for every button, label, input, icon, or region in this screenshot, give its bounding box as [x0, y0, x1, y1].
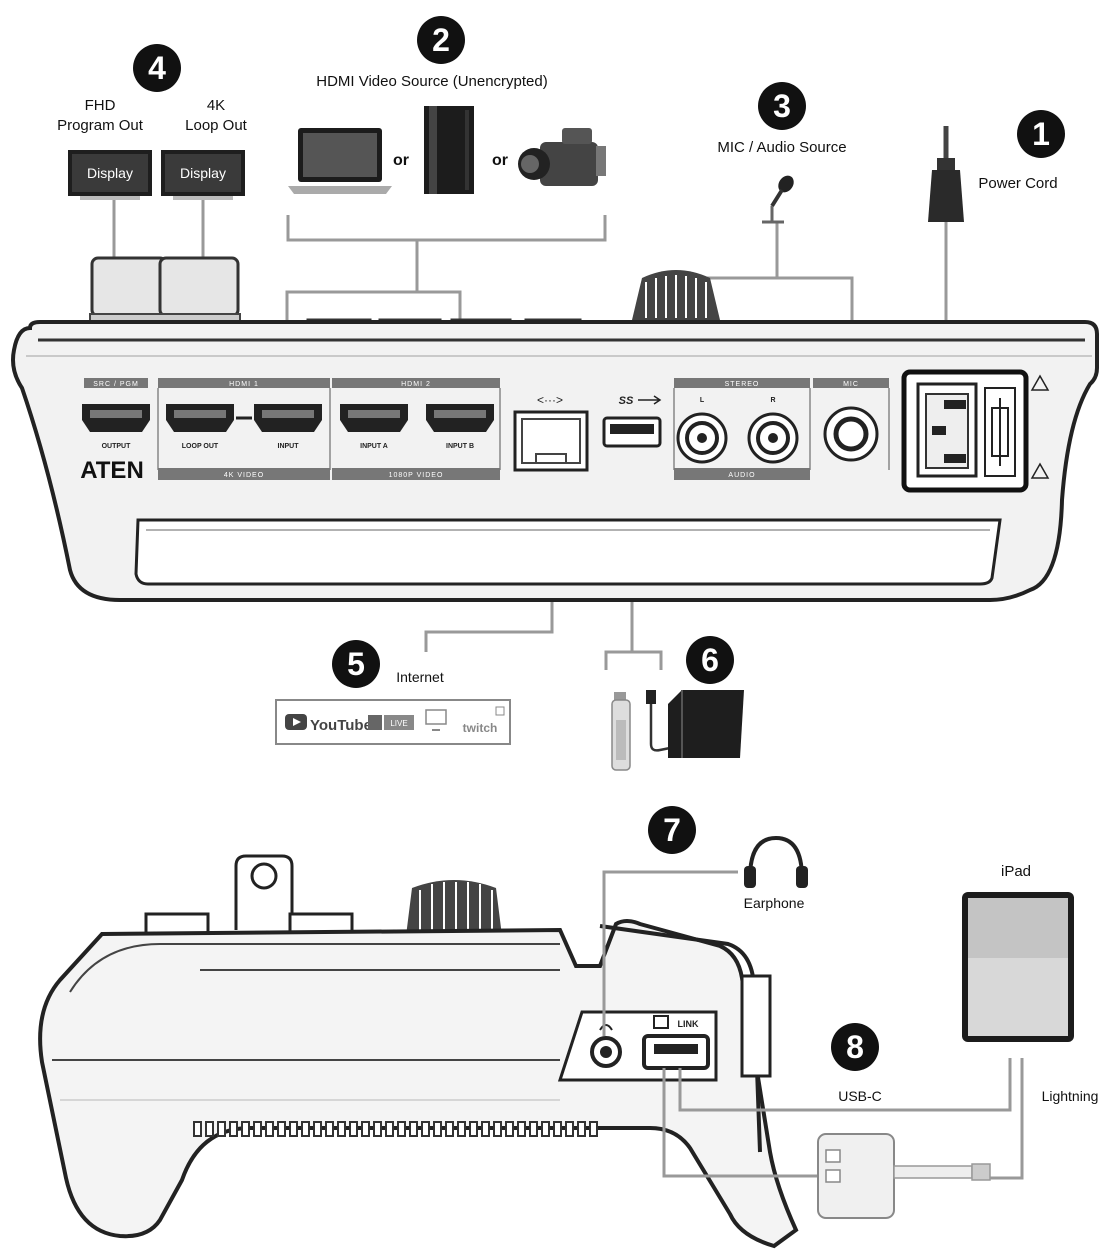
volume-knob-side — [406, 880, 502, 936]
hdmi-output-port[interactable] — [82, 404, 150, 432]
device-side-view: LINK — [38, 854, 799, 1249]
callout-8: 8 — [831, 1023, 879, 1071]
svg-text:7: 7 — [663, 812, 681, 848]
link-label: LINK — [678, 1019, 699, 1029]
streaming-services-box: YouTube LIVE twitch — [275, 699, 511, 745]
4k-label: 4K — [207, 97, 225, 114]
svg-text:3: 3 — [773, 88, 791, 124]
power-inlet[interactable] — [901, 369, 1029, 493]
input-a-port-label: INPUT A — [360, 443, 388, 450]
rca-left-jack[interactable] — [676, 412, 728, 464]
svg-text:8: 8 — [846, 1029, 864, 1065]
camcorder-icon — [518, 128, 606, 186]
or-label-2: or — [492, 152, 508, 169]
mic-label: MIC — [843, 381, 859, 388]
callout-7: 7 — [648, 806, 696, 854]
hdmi2-label: HDMI 2 — [401, 381, 431, 388]
device-back-view: SRC / PGM HDMI 1 HDMI 2 STEREO MIC 4K VI… — [11, 256, 1099, 602]
hdmi-source-label: HDMI Video Source (Unencrypted) — [316, 73, 548, 90]
volume-knob-top — [632, 270, 720, 320]
external-hdd-icon — [646, 690, 744, 758]
svg-text:Display: Display — [180, 165, 226, 181]
fhd-display-icon: Display — [68, 150, 152, 200]
src-pgm-label: SRC / PGM — [93, 381, 139, 388]
left-channel-label: L — [700, 397, 705, 404]
earphone-icon — [744, 835, 808, 888]
power-cord-icon — [928, 126, 964, 222]
mic-jack[interactable] — [823, 406, 879, 462]
lightning-label: Lightning — [1042, 1088, 1099, 1104]
callout-4: 4 — [133, 44, 181, 92]
aten-logo: ATEN — [80, 457, 144, 484]
callout-3: 3 — [758, 82, 806, 130]
loop-out-label: Loop Out — [185, 117, 248, 134]
hdmi-input-b-port[interactable] — [426, 404, 494, 432]
lightning-adapter-icon — [817, 1133, 991, 1219]
ipad-icon — [962, 892, 1074, 1042]
usb-trident-icon — [638, 395, 662, 405]
ipad-label: iPad — [1001, 863, 1031, 880]
internet-label: Internet — [396, 669, 444, 685]
power-cord-label: Power Cord — [978, 175, 1057, 192]
output-port-label: OUTPUT — [102, 443, 132, 450]
usb-c-port[interactable] — [642, 1034, 710, 1070]
facebook-live-logo: LIVE — [390, 719, 407, 728]
microphone-icon — [762, 175, 794, 224]
callout-1: 1 — [1017, 110, 1065, 158]
usb-ss-symbol: SS — [619, 395, 634, 407]
svg-text:4: 4 — [148, 50, 166, 86]
input-b-port-label: INPUT B — [446, 443, 474, 450]
warning-icon — [1030, 374, 1050, 391]
twitch-logo: twitch — [463, 721, 498, 735]
connection-lines-top — [112, 200, 948, 670]
lan-symbol: <···> — [537, 393, 563, 407]
rca-right-jack[interactable] — [747, 412, 799, 464]
4k-display-icon: Display — [161, 150, 245, 200]
stereo-label: STEREO — [725, 381, 760, 388]
youtube-logo: YouTube — [310, 717, 372, 734]
hdmi1-label: HDMI 1 — [229, 381, 259, 388]
game-console-icon — [424, 106, 474, 194]
callout-2: 2 — [417, 16, 465, 64]
fhd-label: FHD — [85, 97, 116, 114]
svg-text:2: 2 — [432, 22, 450, 58]
warning-icon — [1030, 462, 1050, 479]
svg-text:Display: Display — [87, 165, 133, 181]
headphone-jack[interactable] — [590, 1036, 622, 1068]
mic-audio-label: MIC / Audio Source — [717, 139, 846, 156]
right-channel-label: R — [770, 397, 775, 404]
or-label-1: or — [393, 152, 409, 169]
1080p-video-label: 1080P VIDEO — [389, 472, 444, 479]
connection-lines-bottom — [602, 870, 1024, 1180]
loop-out-port-label: LOOP OUT — [182, 443, 219, 450]
program-out-label: Program Out — [57, 117, 144, 134]
hdmi-input-a-port[interactable] — [340, 404, 408, 432]
hdmi-loop-out-port[interactable] — [166, 404, 234, 432]
usb-c-label: USB-C — [838, 1088, 882, 1104]
callout-6: 6 — [686, 636, 734, 684]
earphone-label: Earphone — [744, 895, 805, 911]
4k-video-label: 4K VIDEO — [224, 472, 264, 479]
ethernet-port[interactable] — [513, 410, 589, 472]
svg-text:1: 1 — [1032, 116, 1050, 152]
callout-5: 5 — [332, 640, 380, 688]
usb-a-port[interactable] — [602, 416, 662, 448]
usb-flash-drive-icon — [611, 692, 631, 771]
input-port-label: INPUT — [278, 443, 300, 450]
laptop-icon — [288, 128, 392, 194]
hdmi-input-port[interactable] — [254, 404, 322, 432]
audio-label: AUDIO — [728, 472, 755, 479]
svg-text:5: 5 — [347, 646, 365, 682]
svg-text:6: 6 — [701, 642, 719, 678]
vent-slots — [193, 1121, 598, 1137]
headphone-small-icon — [599, 1024, 613, 1031]
